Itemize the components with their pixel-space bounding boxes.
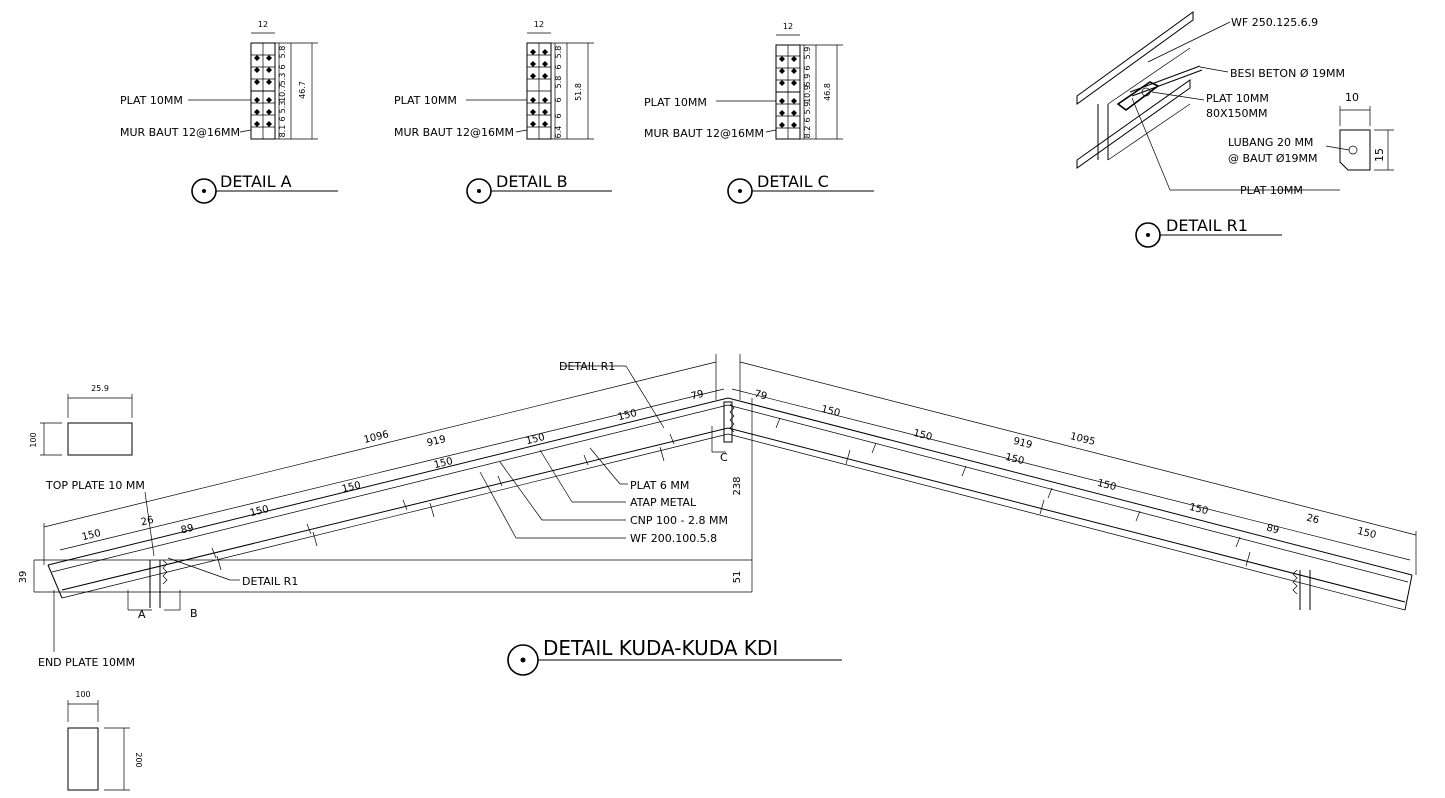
svg-text:8.1: 8.1 [278, 125, 287, 138]
svg-text:150: 150 [617, 408, 638, 423]
section-top-plate: 25.9 100 [29, 384, 133, 456]
svg-text:6: 6 [554, 97, 563, 102]
svg-text:6: 6 [278, 116, 287, 121]
label-plat-c: PLAT 10MM [644, 96, 707, 109]
dim-919-left: 919 [426, 434, 447, 449]
svg-text:89: 89 [180, 523, 195, 537]
mark-c: C [720, 451, 728, 464]
label-r1-wf: WF 250.125.6.9 [1231, 16, 1318, 29]
dim-sec1-width: 25.9 [91, 384, 109, 393]
dim-sec1-height: 100 [29, 432, 38, 447]
dim-b-height: 51.8 [574, 83, 583, 101]
svg-text:6.4: 6.4 [554, 126, 563, 139]
label-plat-b: PLAT 10MM [394, 94, 457, 107]
label-mur-c: MUR BAUT 12@16MM [644, 127, 764, 140]
bolt-grid-a [251, 54, 275, 128]
dim-1095: 1095 [1069, 431, 1096, 448]
svg-text:79: 79 [753, 389, 768, 403]
svg-text:6: 6 [554, 64, 563, 69]
svg-text:5.9: 5.9 [803, 47, 812, 60]
svg-text:5.9: 5.9 [803, 74, 812, 87]
svg-text:150: 150 [249, 504, 270, 519]
label-r1-baut: @ BAUT Ø19MM [1228, 152, 1317, 165]
title-detail-b: DETAIL B [496, 172, 568, 191]
label-r1-besi: BESI BETON Ø 19MM [1230, 67, 1345, 80]
svg-text:5.8: 5.8 [554, 46, 563, 59]
svg-text:6: 6 [554, 113, 563, 118]
label-mur-b: MUR BAUT 12@16MM [394, 126, 514, 139]
svg-text:5.3: 5.3 [278, 101, 287, 114]
dim-a-width: 12 [258, 20, 268, 29]
title-detail-r1: DETAIL R1 [1166, 216, 1248, 235]
label-atap-metal: ATAP METAL [630, 496, 697, 509]
svg-text:5.3: 5.3 [278, 73, 287, 86]
svg-text:150: 150 [1004, 452, 1025, 467]
svg-text:5.8: 5.8 [554, 76, 563, 89]
detail-r1: WF 250.125.6.9 BESI BETON Ø 19MM PLAT 10… [1076, 11, 1394, 248]
svg-text:6: 6 [803, 117, 812, 122]
svg-text:10.9: 10.9 [803, 85, 812, 103]
svg-text:26: 26 [140, 515, 155, 529]
svg-text:89: 89 [1265, 523, 1280, 537]
svg-text:150: 150 [1356, 526, 1377, 541]
detail-c: 12 46.8 5.9 6 5.9 10.9 5.9 6 8.2 PLAT 10… [644, 22, 874, 204]
dim-a-height: 46.7 [298, 81, 307, 99]
svg-text:150: 150 [341, 480, 362, 495]
svg-text:6: 6 [278, 64, 287, 69]
svg-text:150: 150 [820, 404, 841, 419]
title-truss: DETAIL KUDA-KUDA KDI [543, 636, 778, 660]
svg-text:5.8: 5.8 [278, 46, 287, 59]
label-plat-a: PLAT 10MM [120, 94, 183, 107]
svg-text:150: 150 [1096, 478, 1117, 493]
svg-text:5.9: 5.9 [803, 102, 812, 115]
svg-text:79: 79 [690, 389, 705, 403]
detail-a: 12 46.7 5.8 6 5.3 10.7 5.3 6 8.1 PLAT 10… [120, 20, 338, 204]
svg-text:150: 150 [81, 528, 102, 543]
section-end-plate: 100 200 [67, 690, 143, 791]
svg-text:26: 26 [1305, 513, 1320, 527]
label-detail-r1-low: DETAIL R1 [242, 575, 298, 588]
support-right [1292, 569, 1311, 610]
dim-c-width: 12 [783, 22, 793, 31]
label-r1-plat2: PLAT 10MM [1240, 184, 1303, 197]
dim-r1-w: 10 [1345, 91, 1359, 104]
dim-sec2-height: 200 [134, 752, 143, 767]
truss-elevation: 238 51 39 1096 919 150 26 89 150 150 150… [18, 354, 1417, 676]
svg-text:150: 150 [433, 456, 454, 471]
label-cnp: CNP 100 - 2.8 MM [630, 514, 728, 527]
svg-text:150: 150 [1188, 502, 1209, 517]
support-left [149, 559, 168, 608]
dim-51: 51 [732, 571, 743, 584]
label-r1-plat1: PLAT 10MM [1206, 92, 1269, 105]
dim-39: 39 [18, 571, 29, 584]
detail-b: 12 51.8 5.8 6 5.8 6 6 6.4 PLAT 10MM MUR … [394, 20, 612, 204]
dim-238: 238 [732, 476, 743, 495]
dim-1096: 1096 [363, 429, 390, 446]
svg-text:150: 150 [912, 428, 933, 443]
label-wf-truss: WF 200.100.5.8 [630, 532, 717, 545]
label-r1-lubang: LUBANG 20 MM [1228, 136, 1313, 149]
mark-a: A [138, 608, 146, 621]
svg-text:150: 150 [525, 432, 546, 447]
dim-c-height: 46.8 [823, 83, 832, 101]
label-detail-r1-top: DETAIL R1 [559, 360, 615, 373]
dim-r1-h: 15 [1373, 148, 1386, 162]
svg-text:8.2: 8.2 [803, 126, 812, 139]
svg-text:6: 6 [803, 65, 812, 70]
label-top-plate: TOP PLATE 10 MM [45, 479, 145, 492]
title-detail-a: DETAIL A [220, 172, 292, 191]
dim-sec2-width: 100 [75, 690, 90, 699]
mark-b: B [190, 607, 198, 620]
label-r1-plat1-size: 80X150MM [1206, 107, 1268, 120]
label-plat6: PLAT 6 MM [630, 479, 689, 492]
title-detail-c: DETAIL C [757, 172, 829, 191]
svg-text:10.7: 10.7 [278, 84, 287, 102]
purlin-marks-right [775, 417, 1241, 548]
label-end-plate: END PLATE 10MM [38, 656, 135, 669]
purlin-marks-left [211, 433, 675, 559]
label-mur-a: MUR BAUT 12@16MM [120, 126, 240, 139]
dim-919-right: 919 [1012, 436, 1033, 451]
dim-b-width: 12 [534, 20, 544, 29]
